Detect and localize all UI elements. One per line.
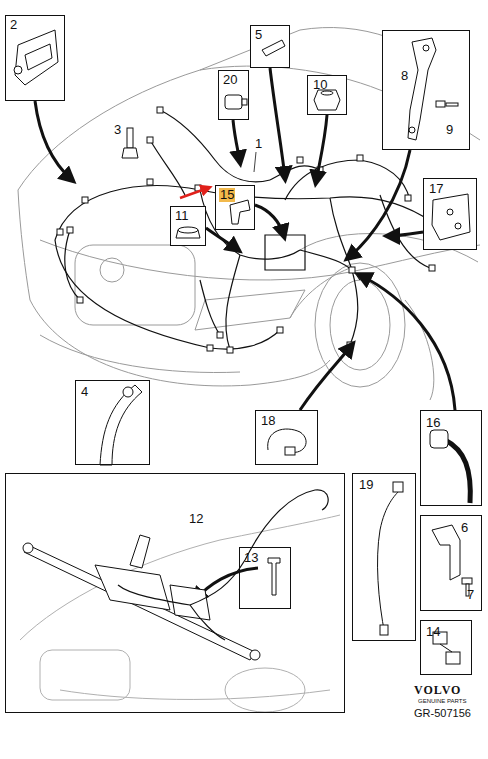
drawing-number: GR-507156 <box>414 707 471 719</box>
inset-box: 10 <box>307 75 347 115</box>
harness-connector <box>77 297 83 303</box>
harness-connector <box>357 155 363 161</box>
callout-number: 7 <box>467 588 474 602</box>
inset-box: 15 <box>215 185 255 230</box>
inset-box: 20 <box>218 70 249 120</box>
harness-connector <box>82 197 88 203</box>
brand-tagline: GENUINE PARTS <box>418 698 466 705</box>
harness-connector <box>207 345 213 351</box>
callout-number: 8 <box>401 69 408 83</box>
inset-box: 2 <box>5 15 65 101</box>
harness-connector <box>405 195 411 201</box>
callout-number: 9 <box>446 123 453 137</box>
inset-box: 19 <box>352 473 416 641</box>
callout-number: 12 <box>189 512 203 526</box>
inset-box: 4 <box>75 380 150 465</box>
brand-logo: VOLVO <box>414 684 461 697</box>
callout-number: 3 <box>114 123 121 137</box>
harness-connector <box>227 347 233 353</box>
callout-number: 16 <box>426 416 440 430</box>
inset-box: 67 <box>420 515 482 611</box>
callout-number: 11 <box>175 209 189 223</box>
inset-box: 17 <box>423 178 477 250</box>
harness-connector <box>429 265 435 271</box>
callout-number: 14 <box>426 625 440 639</box>
harness-connector <box>147 137 153 143</box>
callout-number: 19 <box>359 478 373 492</box>
inset-box: 14 <box>420 620 472 675</box>
inset-box: 18 <box>255 410 318 465</box>
inset-box: 12 13 <box>5 473 345 713</box>
harness-connector <box>217 332 223 338</box>
callout-number: 17 <box>429 182 443 196</box>
callout-number: 15 <box>219 188 235 202</box>
callout-number: 4 <box>81 385 88 399</box>
harness-connector <box>57 229 63 235</box>
harness-connector <box>147 179 153 185</box>
harness-connector <box>297 157 303 163</box>
callout-number: 1 <box>255 137 262 151</box>
harness-connector <box>67 227 73 233</box>
callout-number: 6 <box>461 521 468 535</box>
callout-number: 13 <box>244 551 258 565</box>
callout-number: 5 <box>255 28 262 42</box>
callout-number: 20 <box>223 73 237 87</box>
harness-connector <box>349 267 355 273</box>
harness-connector <box>157 107 163 113</box>
callout-number: 2 <box>10 18 17 32</box>
inset-box: 13 <box>239 547 291 609</box>
callout-number: 10 <box>313 78 327 92</box>
inset-box: 11 <box>170 206 206 246</box>
inset-box: 89 <box>382 30 470 150</box>
inset-box: 5 <box>250 25 290 68</box>
callout-number: 18 <box>261 414 275 428</box>
inset-box: 16 <box>420 410 482 506</box>
harness-connector <box>277 327 283 333</box>
